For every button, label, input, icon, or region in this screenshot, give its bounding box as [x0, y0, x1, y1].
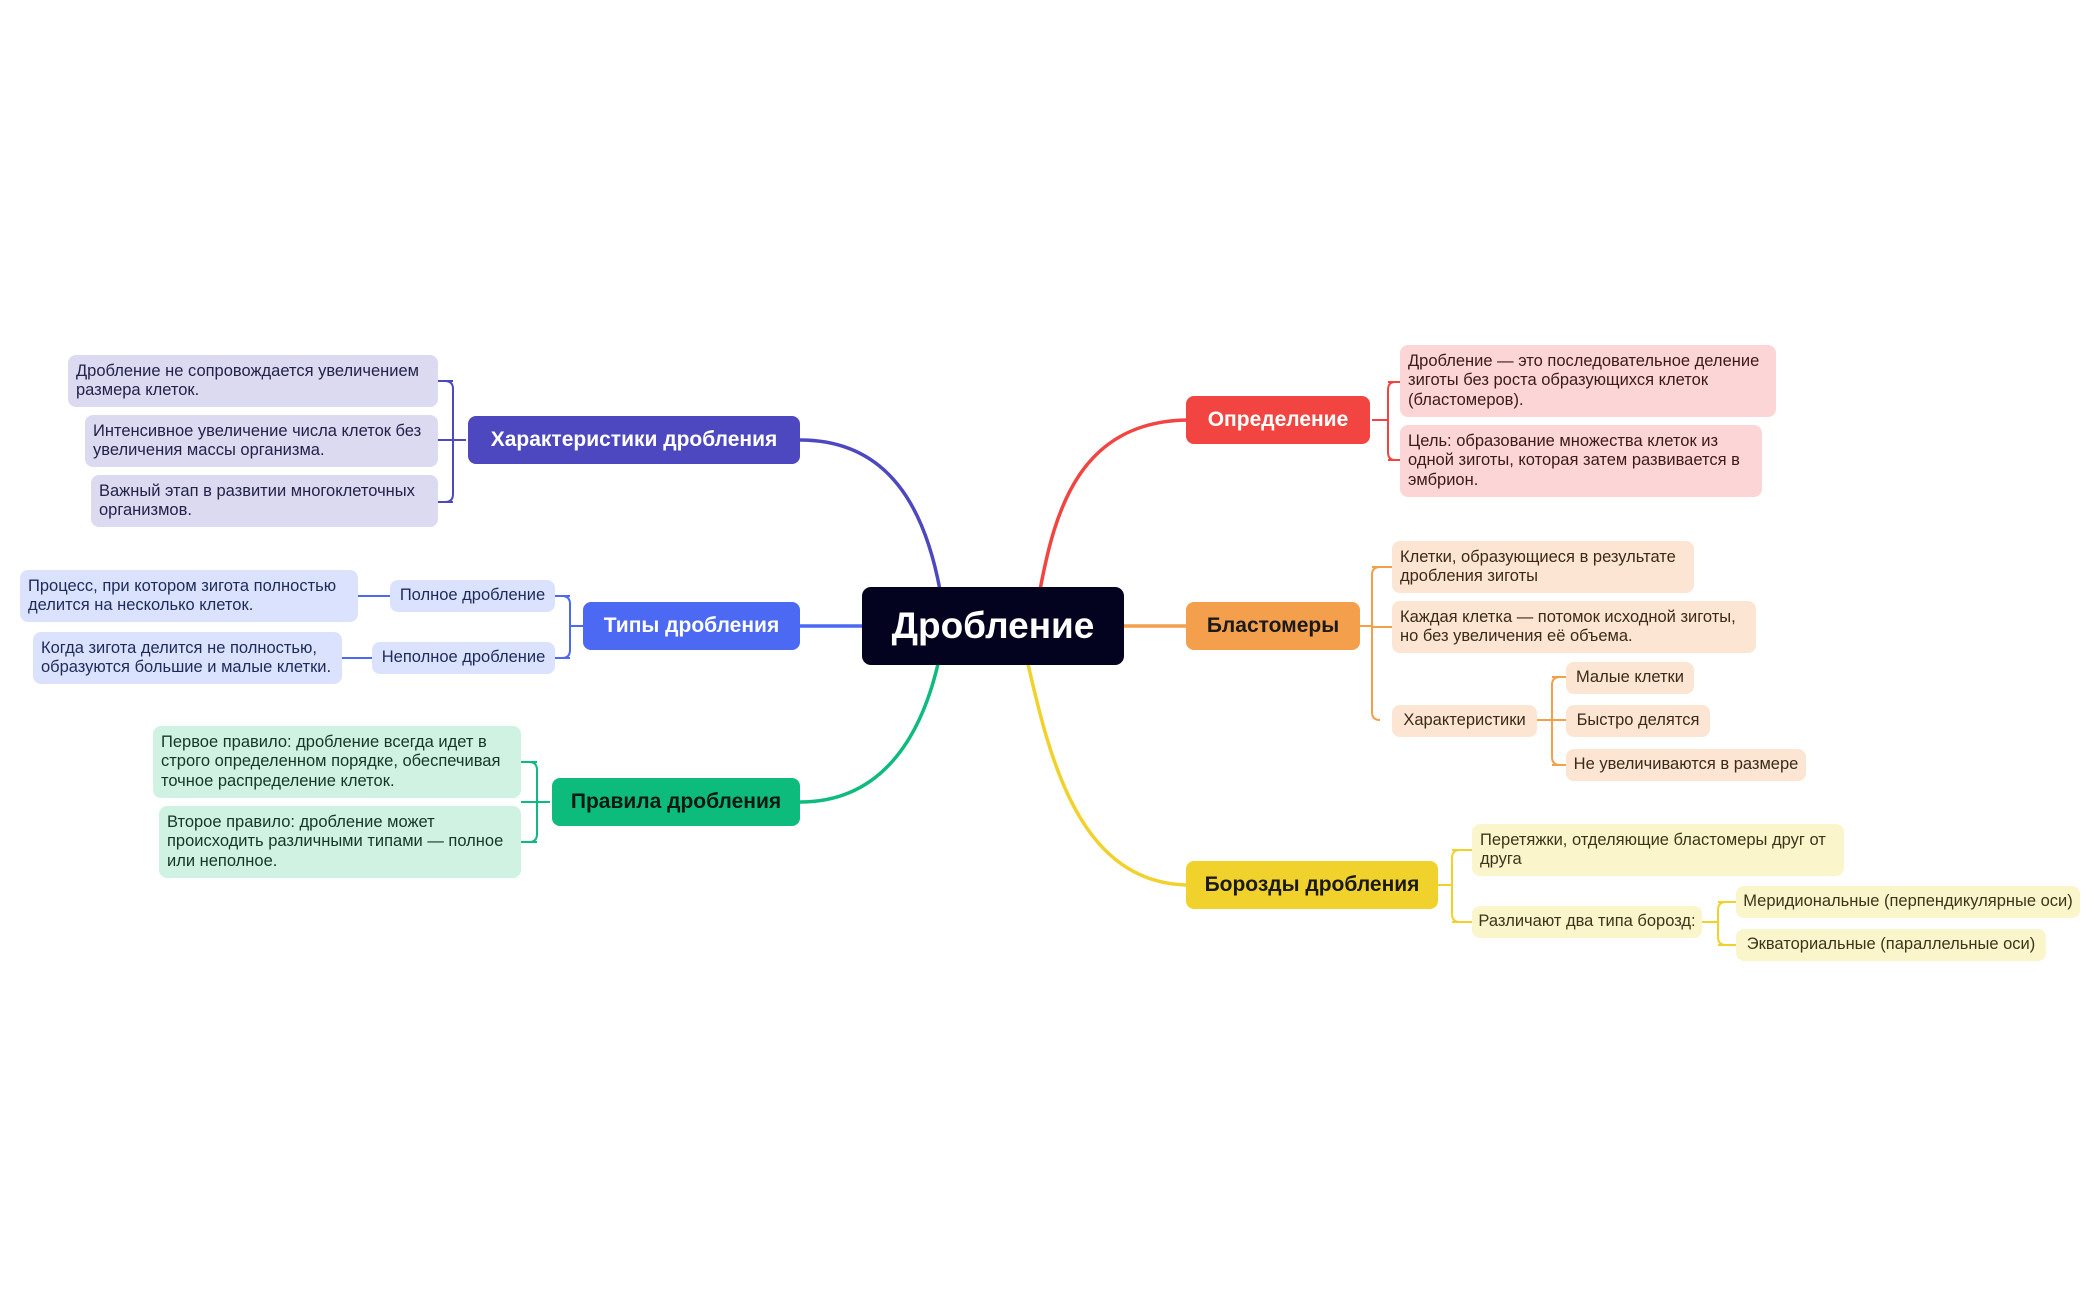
connector-root-furrows	[1026, 663, 1191, 887]
connector-tip-items	[555, 595, 583, 659]
branch-types[interactable]: Типы дробления	[583, 602, 800, 650]
blastomeres-characteristic-item[interactable]: Малые клетки	[1566, 662, 1694, 694]
root-node[interactable]: Дробление	[862, 587, 1124, 665]
connector-har-items	[438, 380, 466, 503]
types-full[interactable]: Полное дробление	[390, 580, 555, 612]
types-full-detail[interactable]: Процесс, при котором зигота полностью де…	[20, 570, 358, 622]
connector-pra-items	[521, 761, 550, 843]
branch-characteristics[interactable]: Характеристики дробления	[468, 416, 800, 464]
connector-def-items	[1372, 381, 1400, 461]
furrows-item[interactable]: Перетяжки, отделяющие бластомеры друг от…	[1472, 824, 1844, 876]
branch-blastomeres[interactable]: Бластомеры	[1186, 602, 1360, 650]
connector-bor-types	[1702, 901, 1736, 946]
connector-bla-char	[1537, 676, 1566, 766]
connector-root-rules	[799, 663, 940, 804]
connector-bor-items	[1438, 849, 1472, 923]
furrows-type-item[interactable]: Экваториальные (параллельные оси)	[1736, 929, 2046, 961]
connector-bla-items	[1360, 566, 1392, 721]
blastomeres-item[interactable]: Клетки, образующиеся в результате дробле…	[1392, 541, 1694, 593]
blastomeres-characteristic-item[interactable]: Быстро делятся	[1566, 705, 1710, 737]
definition-item[interactable]: Цель: образование множества клеток из од…	[1400, 425, 1762, 497]
furrows-type-item[interactable]: Меридиональные (перпендикулярные оси)	[1736, 886, 2080, 918]
characteristics-item[interactable]: Дробление не сопровождается увеличением …	[68, 355, 438, 407]
blastomeres-item[interactable]: Каждая клетка — потомок исходной зиготы,…	[1392, 601, 1756, 653]
blastomeres-characteristic-item[interactable]: Не увеличиваются в размере	[1566, 749, 1806, 781]
branch-definition[interactable]: Определение	[1186, 396, 1370, 444]
furrows-types[interactable]: Различают два типа борозд:	[1472, 906, 1702, 938]
connector-root-definition	[1038, 418, 1191, 591]
branch-rules[interactable]: Правила дробления	[552, 778, 800, 826]
branch-furrows[interactable]: Борозды дробления	[1186, 861, 1438, 909]
definition-item[interactable]: Дробление — это последовательное деление…	[1400, 345, 1776, 417]
connector-root-characteristics	[799, 438, 942, 591]
characteristics-item[interactable]: Важный этап в развитии многоклеточных ор…	[91, 475, 438, 527]
blastomeres-characteristics[interactable]: Характеристики	[1392, 705, 1537, 737]
types-partial-detail[interactable]: Когда зигота делится не полностью, образ…	[33, 632, 342, 684]
types-partial[interactable]: Неполное дробление	[372, 642, 555, 674]
rules-item[interactable]: Первое правило: дробление всегда идет в …	[153, 726, 521, 798]
rules-item[interactable]: Второе правило: дробление может происход…	[159, 806, 521, 878]
characteristics-item[interactable]: Интенсивное увеличение числа клеток без …	[85, 415, 438, 467]
